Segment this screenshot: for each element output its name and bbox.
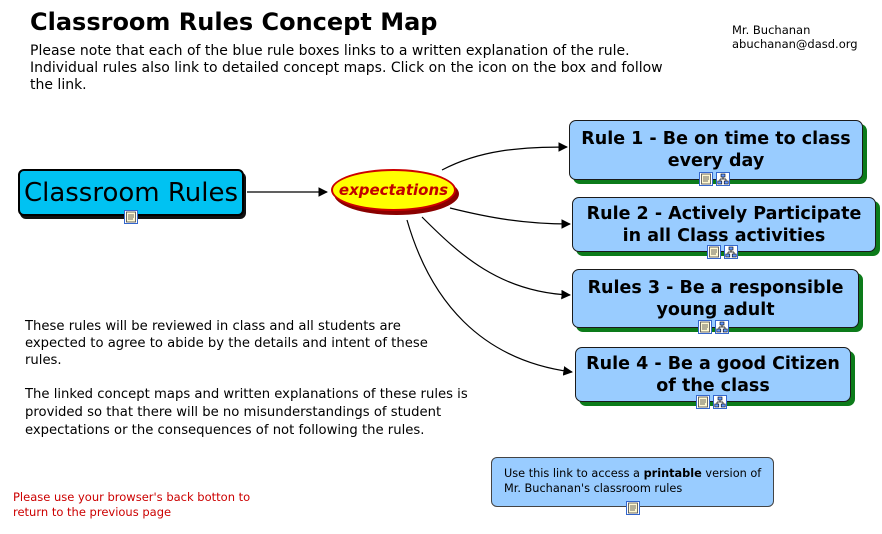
rule-1-label: Rule 1 - Be on time to class every day [581, 129, 851, 171]
document-icon[interactable] [707, 245, 721, 259]
root-concept-classroom-rules[interactable]: Classroom Rules [18, 169, 244, 216]
review-note: These rules will be reviewed in class an… [25, 319, 428, 368]
concept-map-icon[interactable] [715, 320, 729, 334]
print-box-bold: printable [643, 467, 702, 480]
linked-maps-note: The linked concept maps and written expl… [25, 387, 468, 438]
document-icon[interactable] [626, 501, 640, 515]
document-icon[interactable] [698, 320, 712, 334]
document-icon[interactable] [696, 395, 710, 409]
concept-map-icon[interactable] [713, 395, 727, 409]
concept-map-icon[interactable] [716, 172, 730, 186]
print-box-suffix: version of Mr. Buchanan's classroom rule… [504, 467, 762, 495]
hub-concept-label: expectations [338, 181, 449, 199]
concept-map-icon[interactable] [724, 245, 738, 259]
link-hub-to-rule-3 [421, 216, 571, 300]
intro-text: Please note that each of the blue rule b… [30, 43, 663, 93]
document-icon[interactable] [699, 172, 713, 186]
document-icon[interactable] [124, 210, 138, 224]
link-hub-to-rule-2 [449, 207, 571, 229]
hub-concept-expectations: expectations [331, 169, 456, 211]
root-concept-label: Classroom Rules [23, 177, 239, 208]
back-button-note: Please use your browser's back botton to… [13, 490, 251, 519]
author-email: abuchanan@dasd.org [732, 37, 858, 51]
rule-box-1[interactable]: Rule 1 - Be on time to class every day [569, 120, 863, 180]
author-name: Mr. Buchanan [732, 23, 811, 37]
link-hub-to-rule-4 [406, 219, 573, 376]
rule-3-label: Rules 3 - Be a responsible young adult [587, 277, 844, 320]
print-box-prefix: Use this link to access a [504, 467, 644, 480]
page-title: Classroom Rules Concept Map [30, 8, 438, 36]
rule-box-4[interactable]: Rule 4 - Be a good Citizen of the class [575, 347, 851, 402]
author-info: Mr. Buchanan abuchanan@dasd.org [732, 23, 858, 51]
rule-box-2[interactable]: Rule 2 - Actively Participate in all Cla… [572, 197, 876, 252]
rule-4-label: Rule 4 - Be a good Citizen of the class [586, 353, 840, 396]
link-hub-to-rule-1 [441, 142, 568, 171]
rule-2-label: Rule 2 - Actively Participate in all Cla… [586, 203, 862, 246]
printable-version-box[interactable]: Use this link to access a printable vers… [491, 457, 774, 507]
